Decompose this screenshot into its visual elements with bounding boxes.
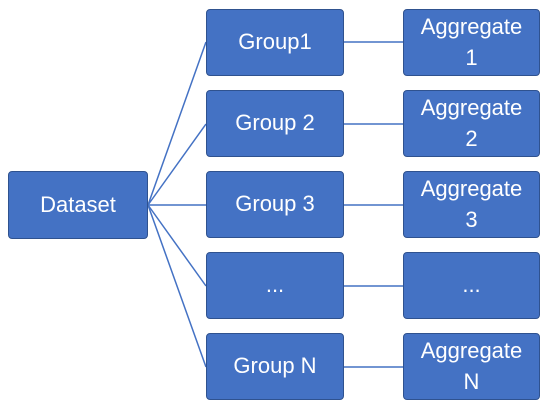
group-node-ellipsis: ...	[206, 252, 344, 319]
group-label-1: Group1	[238, 29, 312, 55]
group-node-n: Group N	[206, 333, 344, 400]
group-node-3: Group 3	[206, 171, 344, 238]
group-label-n: Group N	[233, 353, 317, 379]
aggregate-label-2: Aggregate 2	[420, 95, 523, 151]
group-label-2: Group 2	[235, 110, 315, 136]
connector-dataset-group-5	[147, 204, 207, 368]
aggregate-label-1: Aggregate 1	[420, 14, 523, 70]
group-label-3: Group 3	[235, 191, 315, 217]
connector-dataset-group-2	[147, 123, 207, 206]
aggregate-label-3: Aggregate 3	[420, 176, 523, 232]
aggregate-node-1: Aggregate 1	[403, 9, 540, 76]
aggregate-node-2: Aggregate 2	[403, 90, 540, 157]
aggregate-node-n: Aggregate N	[403, 333, 540, 400]
connector-dataset-group-4	[147, 204, 207, 287]
aggregate-node-3: Aggregate 3	[403, 171, 540, 238]
group-node-1: Group1	[206, 9, 344, 76]
group-label-ellipsis: ...	[265, 272, 285, 298]
aggregate-node-ellipsis: ...	[403, 252, 540, 319]
aggregate-label-ellipsis: ...	[462, 272, 481, 298]
connector-dataset-group-1	[147, 41, 207, 206]
aggregate-label-n: Aggregate N	[420, 338, 523, 394]
dataset-node: Dataset	[8, 171, 148, 239]
dataset-label: Dataset	[40, 191, 116, 217]
group-node-2: Group 2	[206, 90, 344, 157]
